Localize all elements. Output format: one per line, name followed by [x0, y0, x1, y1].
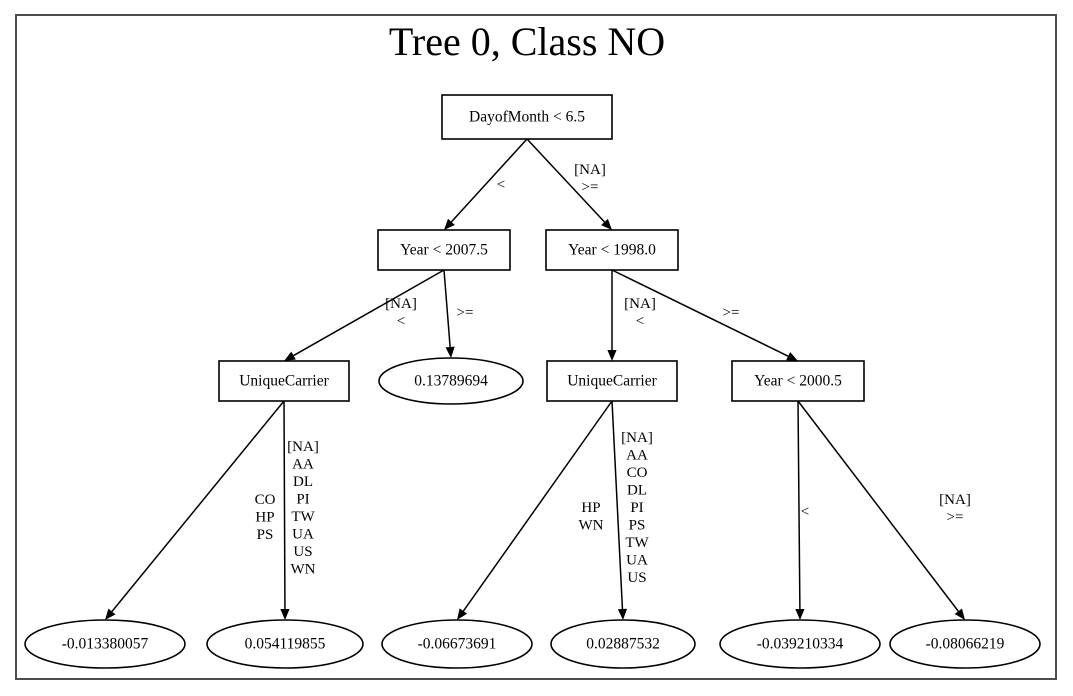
- page-title: Tree 0, Class NO: [389, 19, 665, 64]
- tree-edge: [526, 138, 612, 230]
- edge-label: <: [497, 177, 505, 193]
- tree-leaf-node[interactable]: 0.02887532: [550, 619, 696, 669]
- tree-edge: [611, 269, 798, 361]
- tree-leaf-node[interactable]: 0.13789694: [378, 357, 524, 405]
- edge-label: [NA]<: [624, 296, 656, 330]
- edge-label: [NA]>=: [574, 162, 606, 196]
- tree-leaf-node[interactable]: -0.013380057: [24, 619, 186, 669]
- split-condition-label: Year < 1998.0: [568, 242, 656, 259]
- tree-edge: [457, 400, 613, 620]
- leaf-value-label: -0.08066219: [926, 636, 1005, 653]
- leaf-value-label: 0.13789694: [414, 373, 488, 390]
- tree-split-node[interactable]: Year < 2000.5: [731, 360, 865, 402]
- edge-label: <: [801, 504, 809, 520]
- tree-split-node[interactable]: UniqueCarrier: [546, 360, 678, 402]
- split-condition-label: Year < 2007.5: [400, 242, 488, 259]
- edge-label: >=: [457, 305, 474, 321]
- tree-edge: [280, 400, 290, 620]
- leaf-value-label: 0.02887532: [586, 636, 660, 653]
- split-condition-label: Year < 2000.5: [754, 373, 842, 390]
- tree-edge: [607, 270, 617, 361]
- tree-leaf-node[interactable]: 0.054119855: [206, 619, 364, 669]
- edge-label: >=: [723, 305, 740, 321]
- tree-edge: [795, 400, 805, 620]
- tree-split-node[interactable]: Year < 1998.0: [545, 229, 679, 271]
- split-condition-label: UniqueCarrier: [567, 373, 657, 390]
- leaf-value-label: -0.013380057: [62, 636, 149, 653]
- tree-edge: [443, 269, 455, 358]
- tree-edge: [797, 400, 965, 620]
- edge-label: [NA]>=: [939, 492, 971, 526]
- leaf-value-label: 0.054119855: [245, 636, 326, 653]
- tree-edge: [444, 138, 528, 230]
- tree-edge: [105, 400, 285, 620]
- tree-edge: [611, 400, 628, 620]
- tree-leaf-node[interactable]: -0.06673691: [381, 619, 533, 669]
- split-condition-label: DayofMonth < 6.5: [469, 109, 585, 126]
- tree-split-node[interactable]: UniqueCarrier: [218, 360, 350, 402]
- tree-leaf-node[interactable]: -0.039210334: [719, 619, 881, 669]
- split-condition-label: UniqueCarrier: [239, 373, 329, 390]
- leaf-value-label: -0.06673691: [418, 636, 497, 653]
- tree-split-node[interactable]: DayofMonth < 6.5: [441, 94, 613, 140]
- edges-layer: [105, 138, 965, 620]
- tree-edge: [284, 269, 445, 361]
- tree-leaf-node[interactable]: -0.08066219: [889, 619, 1041, 669]
- tree-split-node[interactable]: Year < 2007.5: [377, 229, 511, 271]
- edge-label: [NA]<: [385, 296, 417, 330]
- leaf-value-label: -0.039210334: [757, 636, 844, 653]
